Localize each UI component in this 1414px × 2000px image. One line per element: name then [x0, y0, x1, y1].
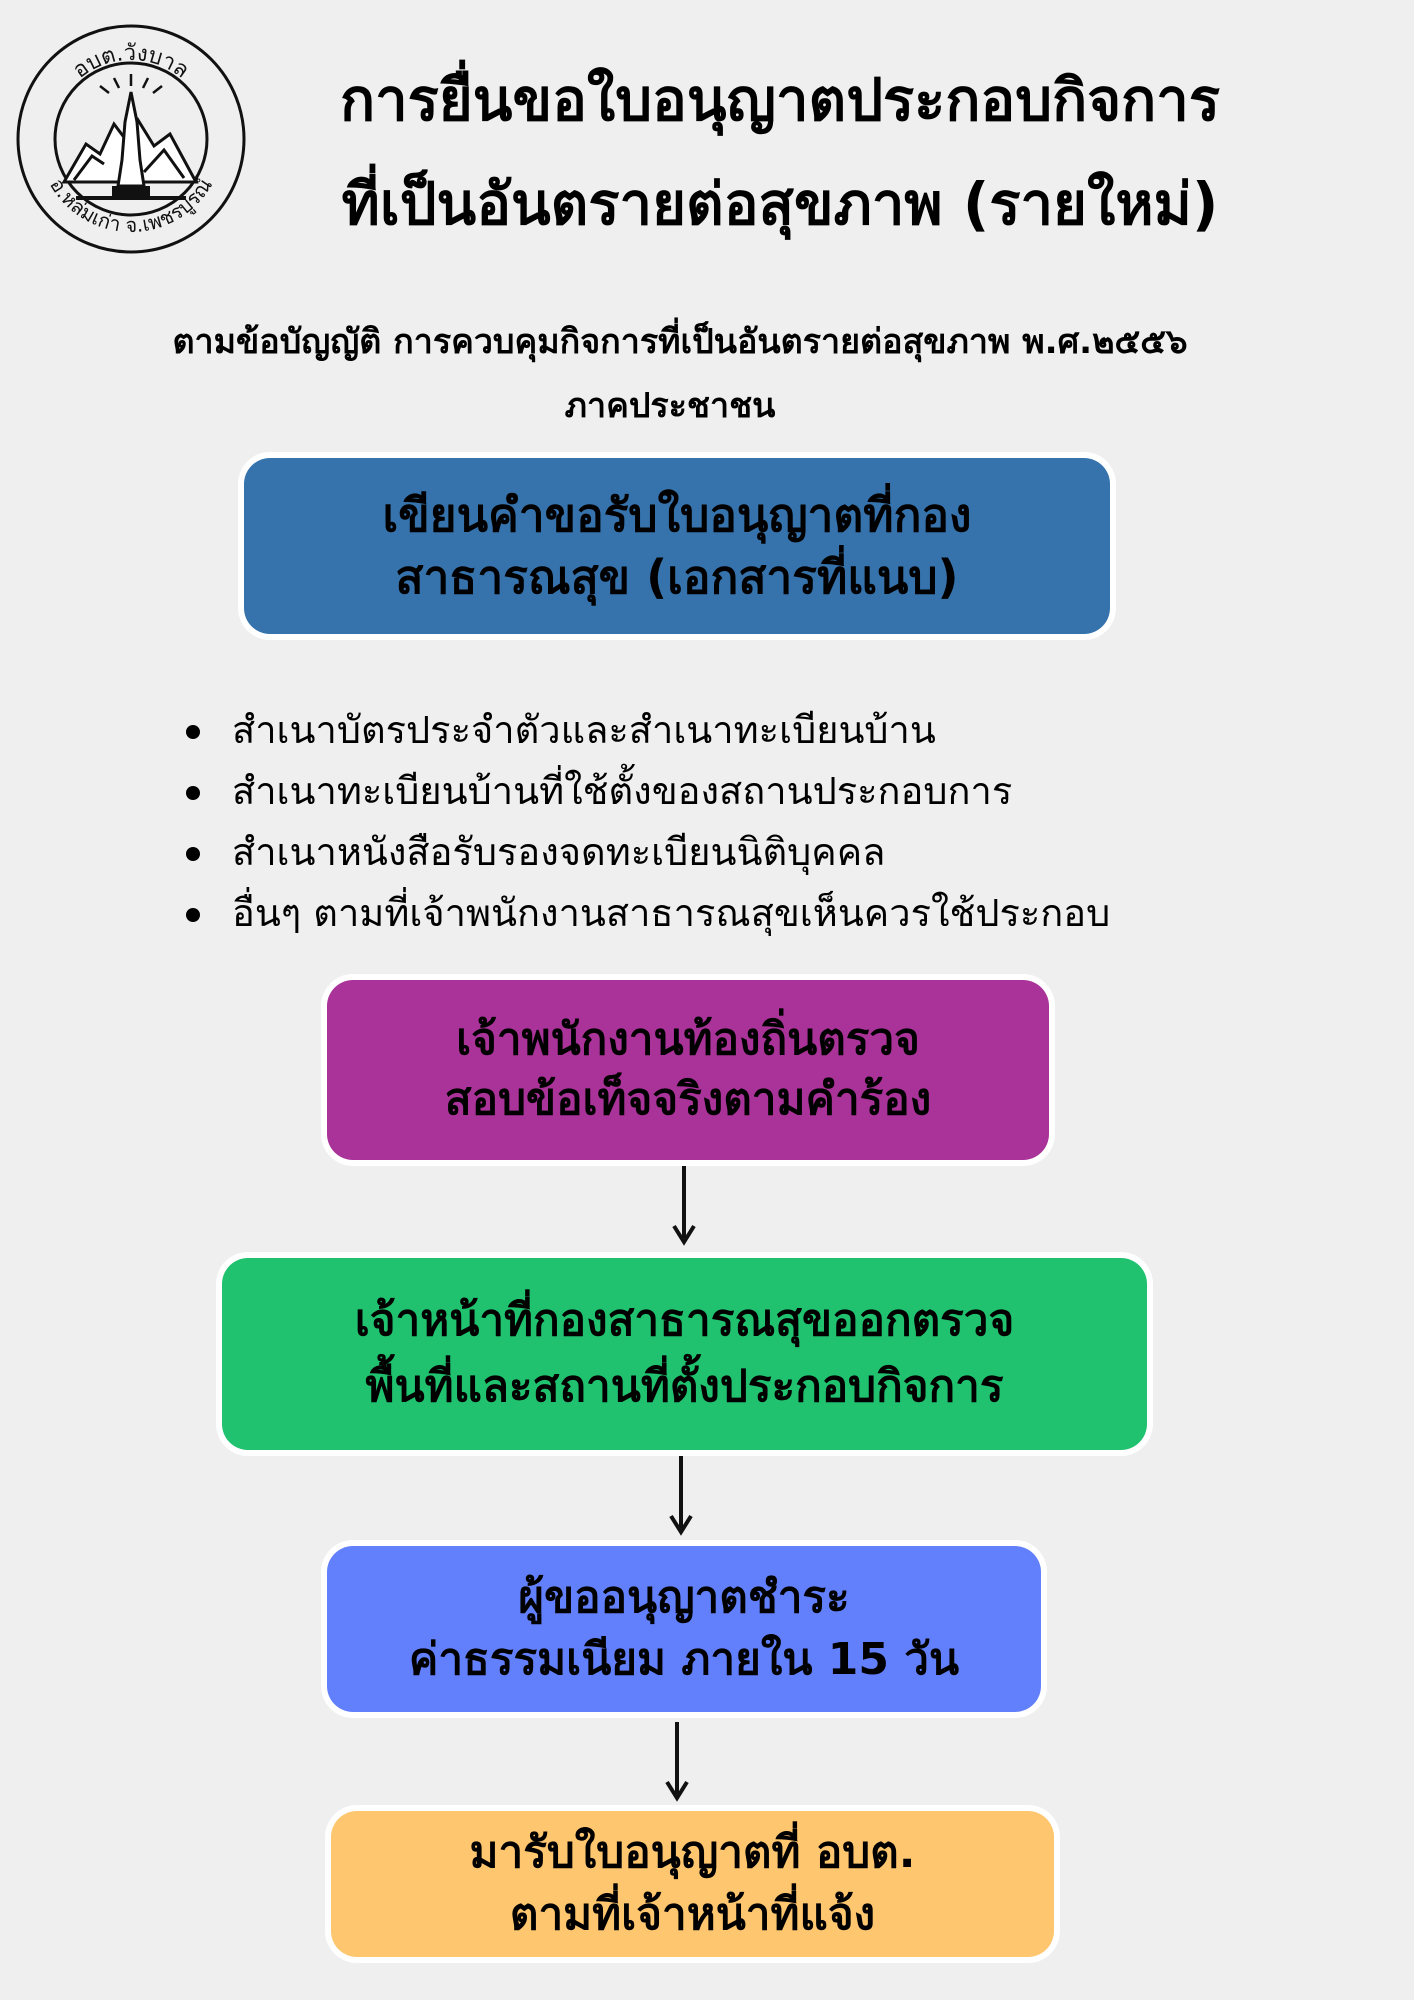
- title-line-1: การยื่นขอใบอนุญาตประกอบกิจการ: [339, 66, 1221, 134]
- step-3-line-1: เจ้าหน้าที่กองสาธารณสุขออกตรวจ: [354, 1295, 1015, 1346]
- step-1-box: เขียนคำขอรับใบอนุญาตที่กอง สาธารณสุข (เอ…: [244, 458, 1110, 634]
- document-item: สำเนาบัตรประจำตัวและสำเนาทะเบียนบ้าน: [180, 700, 1380, 761]
- attached-documents-list: สำเนาบัตรประจำตัวและสำเนาทะเบียนบ้าน สำเ…: [180, 700, 1380, 944]
- step-5-line-2: ตามที่เจ้าหน้าที่แจ้ง: [509, 1889, 876, 1940]
- step-4-line-2: ค่าธรรมเนียม ภายใน 15 วัน: [408, 1634, 960, 1685]
- subtitle-line-1: ตามข้อบัญญัติ การควบคุมกิจการที่เป็นอันต…: [172, 322, 1188, 362]
- step-4-line-1: ผู้ขออนุญาตชำระ: [518, 1572, 850, 1623]
- document-item: สำเนาหนังสือรับรองจดทะเบียนนิติบุคคล: [180, 822, 1380, 883]
- step-3-box: เจ้าหน้าที่กองสาธารณสุขออกตรวจ พื้นที่แล…: [222, 1258, 1147, 1450]
- step-5-box: มารับใบอนุญาตที่ อบต. ตามที่เจ้าหน้าที่แ…: [331, 1811, 1054, 1957]
- arrow-down-icon: [665, 1722, 689, 1802]
- document-item: สำเนาทะเบียนบ้านที่ใช้ตั้งของสถานประกอบก…: [180, 761, 1380, 822]
- step-1-line-1: เขียนคำขอรับใบอนุญาตที่กอง: [382, 488, 972, 542]
- step-1-line-2: สาธารณสุข (เอกสารที่แนบ): [395, 550, 959, 604]
- seal-logo-icon: อบต.วังบาล อ.หล่มเก่า จ.เพชรบูรณ์: [16, 24, 246, 254]
- regulation-subtitle: ตามข้อบัญญัติ การควบคุมกิจการที่เป็นอันต…: [40, 310, 1320, 438]
- arrow-down-icon: [669, 1456, 693, 1536]
- step-4-box: ผู้ขออนุญาตชำระ ค่าธรรมเนียม ภายใน 15 วั…: [327, 1546, 1041, 1712]
- step-2-line-1: เจ้าพนักงานท้องถิ่นตรวจ: [456, 1014, 920, 1065]
- page-title: การยื่นขอใบอนุญาตประกอบกิจการ ที่เป็นอัน…: [240, 48, 1320, 256]
- step-5-line-1: มารับใบอนุญาตที่ อบต.: [469, 1827, 916, 1878]
- step-3-line-2: พื้นที่และสถานที่ตั้งประกอบกิจการ: [365, 1361, 1004, 1412]
- document-item: อื่นๆ ตามที่เจ้าพนักงานสาธารณสุขเห็นควรใ…: [180, 883, 1380, 944]
- subtitle-line-2: ภาคประชาชน: [564, 386, 776, 426]
- step-2-box: เจ้าพนักงานท้องถิ่นตรวจ สอบข้อเท็จจริงตา…: [327, 980, 1049, 1160]
- step-2-line-2: สอบข้อเท็จจริงตามคำร้อง: [444, 1074, 932, 1125]
- arrow-down-icon: [672, 1166, 696, 1246]
- title-line-2: ที่เป็นอันตรายต่อสุขภาพ (รายใหม่): [341, 170, 1219, 238]
